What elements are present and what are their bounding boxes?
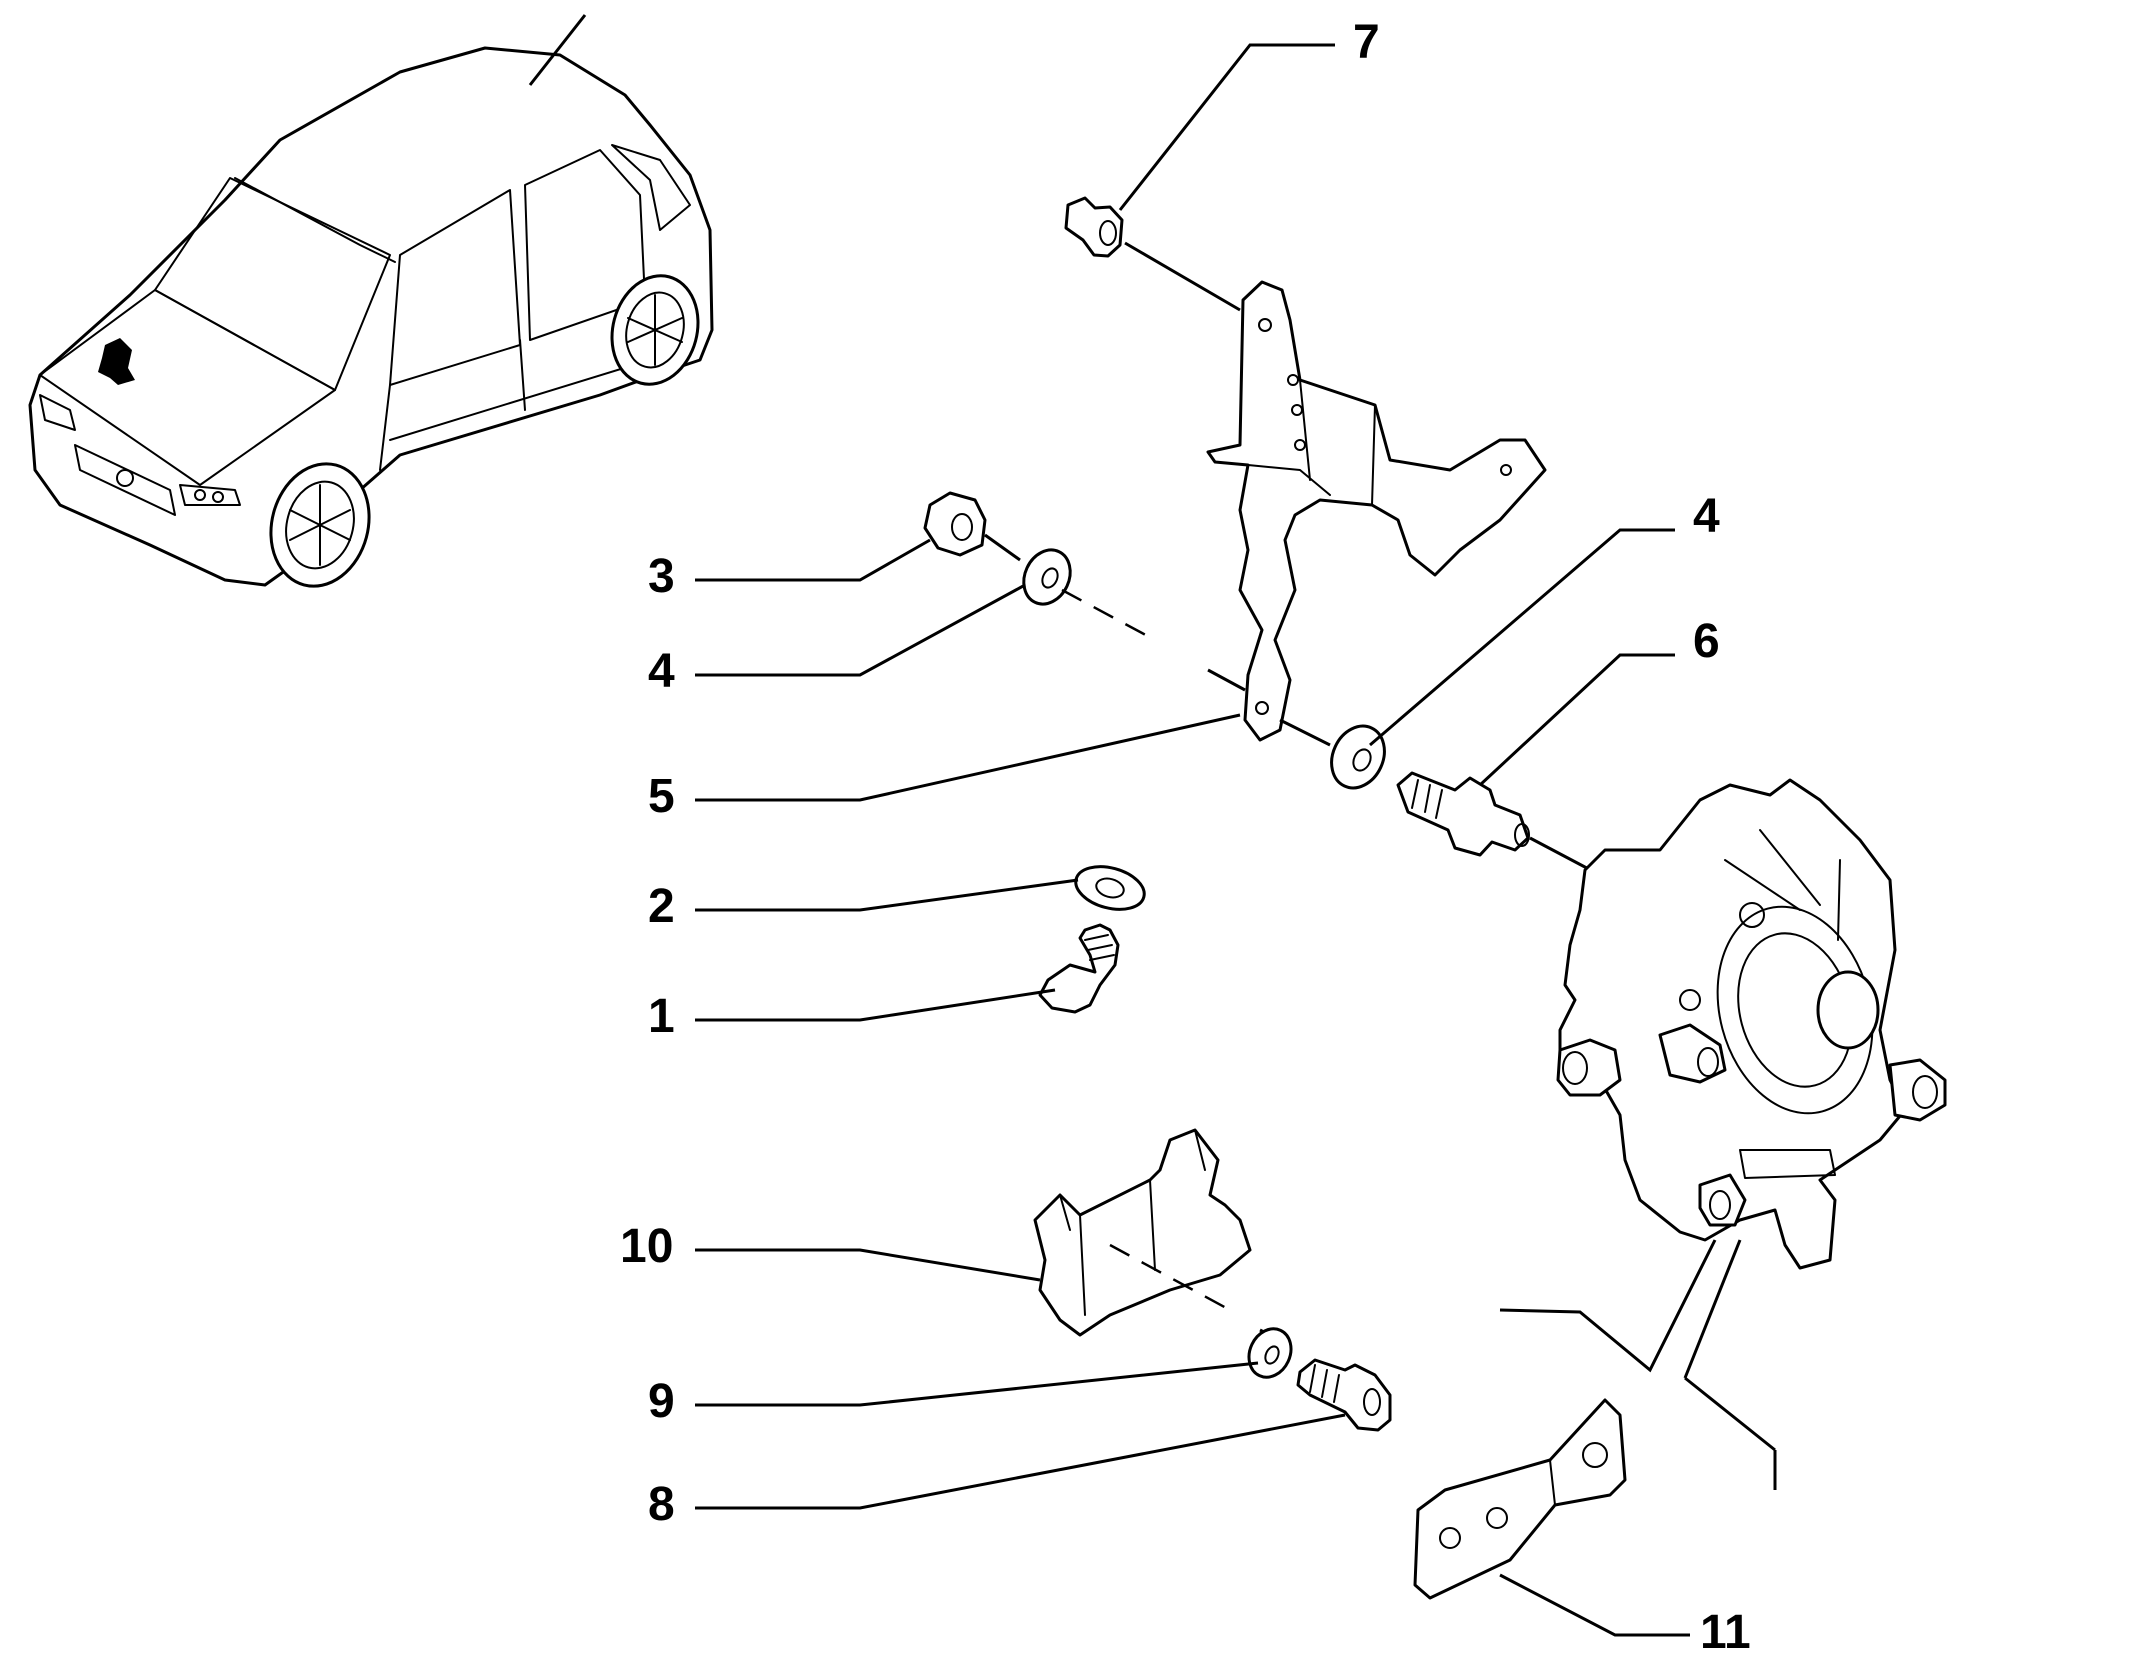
- vacuum-pump: [1556, 778, 1947, 1270]
- part-9-washer: [1247, 1327, 1293, 1379]
- part-11-plate: [1413, 1398, 1627, 1600]
- part-8-bolt: [1296, 1358, 1392, 1432]
- callout-6: 6: [1693, 615, 1720, 668]
- part-1-bolt: [1038, 923, 1120, 1014]
- callout-2: 2: [648, 880, 675, 933]
- vehicle-overview: [28, 14, 714, 588]
- part-6-fitting: [1396, 771, 1530, 857]
- part-2-washer: [1074, 865, 1146, 911]
- part-4-washer-left: [1022, 548, 1072, 606]
- callout-4-left: 4: [648, 645, 675, 698]
- callout-5: 5: [648, 770, 675, 823]
- callout-7: 7: [1353, 16, 1380, 69]
- callout-4-right: 4: [1693, 490, 1720, 543]
- callout-3: 3: [648, 550, 675, 603]
- callout-11: 11: [1700, 1606, 1751, 1659]
- callout-1: 1: [648, 990, 675, 1043]
- part-4-washer-right: [1330, 724, 1386, 790]
- part-3-nut: [923, 491, 987, 557]
- leader-lines: [695, 43, 1777, 1637]
- callout-9: 9: [648, 1375, 675, 1428]
- callout-8: 8: [648, 1478, 675, 1531]
- part-7-nut: [1064, 196, 1124, 258]
- mounting-bracket: [1206, 280, 1547, 742]
- callout-10: 10: [620, 1220, 673, 1273]
- part-10-clip: [1033, 1128, 1252, 1337]
